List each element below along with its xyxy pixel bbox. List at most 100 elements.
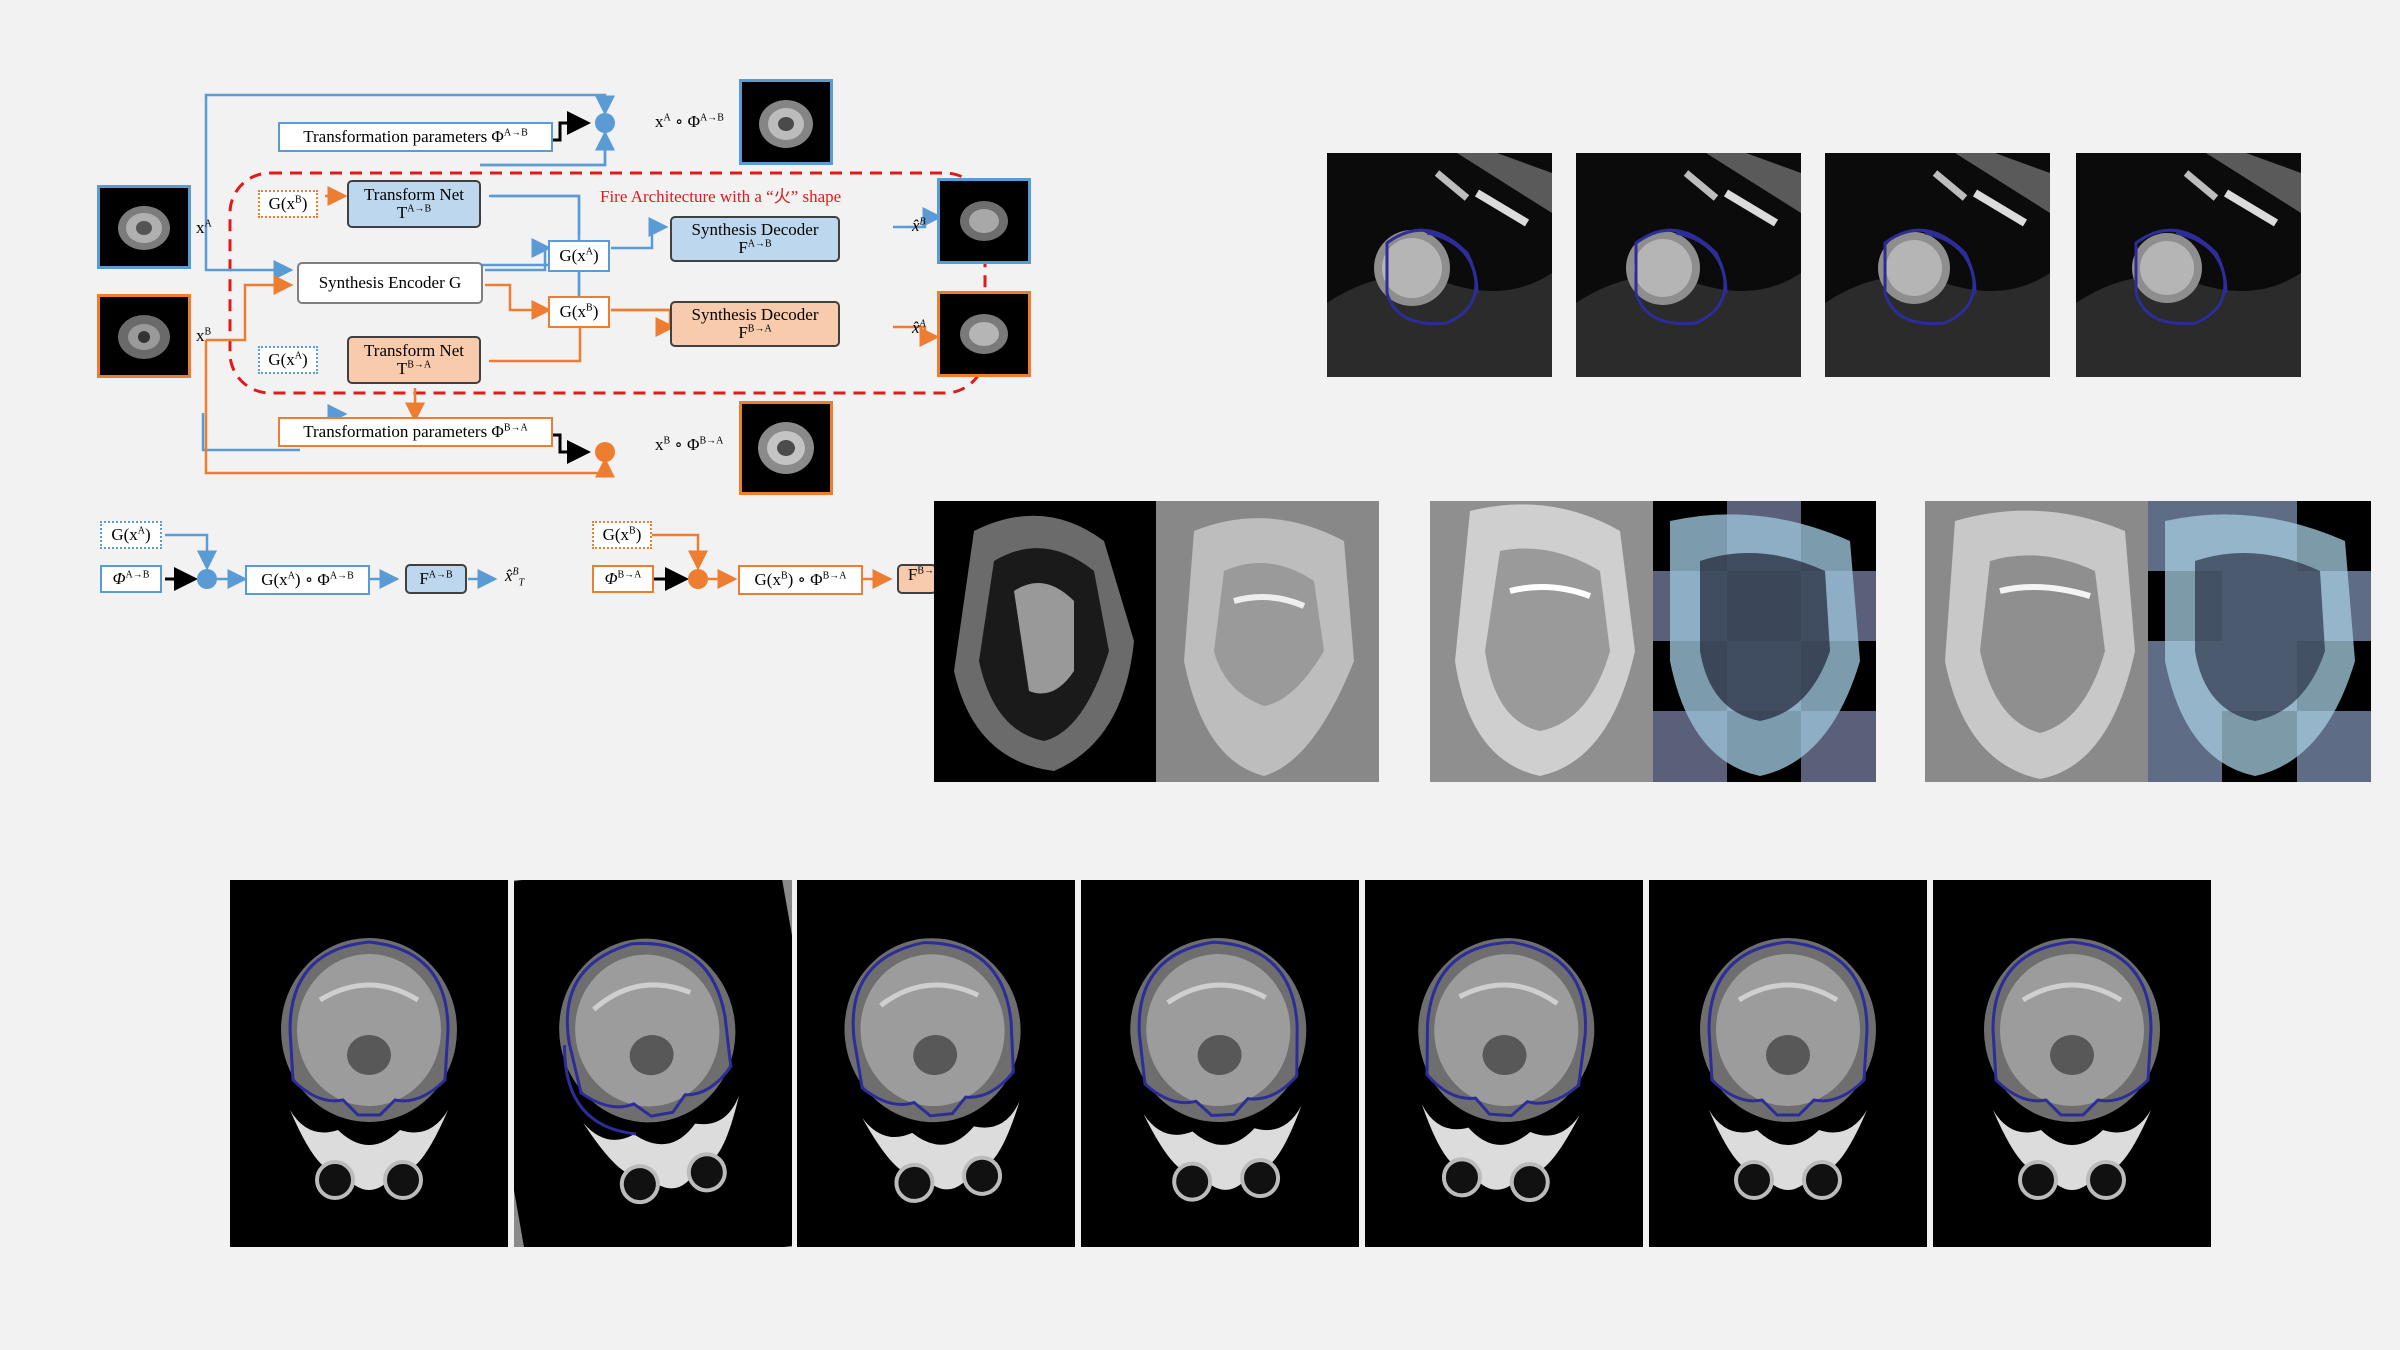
ll-comp-sup1: A: [287, 570, 295, 582]
lm-comp-text: G(x: [754, 570, 781, 590]
lower-left-connectors: [165, 533, 498, 591]
xhat-b-sup: B: [919, 216, 926, 228]
gxa-left-text: G(x: [268, 350, 295, 370]
transform-net-ab-sup: A→B: [407, 203, 432, 215]
xb-text: x: [196, 326, 205, 345]
brain-mri-image: [1649, 880, 1927, 1247]
ll-out-text: x̂: [505, 566, 513, 585]
decoder-ab-sup: A→B: [747, 238, 772, 250]
decoder-ba-sup: B→A: [747, 323, 772, 335]
lm-f-sup: B→: [917, 565, 935, 577]
out-ba-mid: ∘ Φ: [670, 435, 700, 454]
output-image-xb-phi: [739, 401, 833, 495]
transform-net-ab-sym: T: [396, 203, 408, 222]
transform-net-ab-title: Transform Net: [364, 185, 464, 205]
output-label-ba: xB ∘ ΦB→A: [655, 435, 723, 455]
ll-out-sub: T: [518, 577, 525, 589]
transform-params-ba-label: Transformation parameters Φ: [303, 422, 504, 442]
input-image-xa: [97, 185, 191, 269]
xb-sup: B: [204, 326, 212, 338]
lower-mid-connectors: [652, 533, 893, 591]
ll-phi-sup: A→B: [125, 569, 150, 581]
cardiac-mri-image: [1327, 153, 1552, 377]
brain-mri-image: [1933, 880, 2211, 1247]
fire-architecture-diagram: [95, 75, 1045, 505]
lower-mid-f-ba: FB→: [897, 564, 937, 594]
gxa-left-sup: A: [294, 350, 302, 362]
cardiac-mri-image: [1825, 153, 2050, 377]
out-ba-sup2: B→A: [699, 435, 724, 447]
lower-left-f-ab: FA→B: [405, 564, 467, 594]
encoder-title: Synthesis Encoder G: [318, 273, 462, 293]
xa-sup: A: [204, 218, 212, 230]
transform-net-ba-sup: B→A: [407, 359, 432, 371]
cardiac-mri-image: [1576, 153, 1801, 377]
lm-phi-sup: B→A: [617, 569, 642, 581]
lower-mid-composed: G(xB) ∘ ΦB→A: [738, 565, 863, 595]
lm-comp-sup2: B→A: [822, 570, 847, 582]
head-mri-pair-2: [1430, 501, 1876, 782]
transform-params-ba-sup: B→A: [503, 422, 528, 434]
lower-mid-gxb: G(xB): [592, 521, 652, 549]
gxb-mid-text: G(x: [559, 302, 587, 322]
decoder-ba-sym: F: [738, 323, 748, 342]
brain-mri-image: [514, 880, 792, 1247]
out-ab-sup2: A→B: [700, 112, 724, 124]
gxa-mid-text: G(x: [559, 246, 586, 266]
head-mri-pair-1: [934, 501, 1379, 782]
synthesis-decoder-ab: Synthesis Decoder FA→B: [670, 216, 840, 262]
xhat-a-label: x̂A: [912, 318, 926, 338]
ll-phi-text: Φ: [112, 569, 126, 589]
gxa-mid-sup: A: [585, 246, 593, 258]
ll-comp-sup2: A→B: [329, 570, 354, 582]
ll-comp-mid: ) ∘ Φ: [294, 570, 330, 590]
compose-node-ab: [595, 113, 615, 133]
out-ba-sup1: B: [663, 435, 671, 447]
gxb-input-left: G(xB): [258, 190, 318, 218]
diagram-connectors: [201, 93, 987, 478]
head-mri-pair-3: [1925, 501, 2371, 782]
fire-architecture-label: Fire Architecture with a “火” shape: [600, 187, 842, 206]
lower-left-output: x̂BT: [505, 566, 524, 588]
xhat-b-text: x̂: [912, 216, 920, 235]
brain-mri-image: [1365, 880, 1643, 1247]
fire-region-outline: [228, 171, 987, 395]
synthesis-encoder: Synthesis Encoder G: [297, 262, 483, 304]
decoder-ab-title: Synthesis Decoder: [691, 220, 819, 240]
decoder-ba-title: Synthesis Decoder: [691, 305, 819, 325]
transform-params-ab-label: Transformation parameters Φ: [303, 127, 504, 147]
lm-f-text: F: [907, 565, 918, 584]
xhat-a-sup: A: [919, 318, 926, 330]
lm-gxb-text: G(x: [602, 525, 630, 545]
xhat-b-label: x̂B: [912, 216, 926, 236]
gxb-left-sup: B: [295, 194, 302, 206]
transform-params-ab-sup: A→B: [503, 127, 528, 139]
out-ab-x: x: [655, 112, 664, 131]
gxa-input-left: G(xA): [258, 346, 318, 374]
lm-comp-sup1: B: [780, 570, 788, 582]
decoder-ab-sym: F: [738, 238, 748, 257]
transform-net-ab: Transform Net TA→B: [347, 180, 481, 228]
out-ab-sup1: A: [663, 112, 671, 124]
lower-left-composed: G(xA) ∘ ΦA→B: [245, 565, 370, 595]
output-image-xa-phi: [739, 79, 833, 165]
brain-mri-image: [797, 880, 1075, 1247]
transform-net-ba-title: Transform Net: [364, 341, 464, 361]
lm-phi-text: Φ: [604, 569, 618, 589]
gxb-left-text: G(x: [268, 194, 296, 214]
gxa-mid-box: G(xA): [548, 240, 610, 272]
lower-left-phi-ab: ΦA→B: [100, 565, 162, 593]
output-label-ab: xA ∘ ΦA→B: [655, 112, 724, 132]
ll-f-text: F: [419, 569, 429, 589]
transform-params-ab-box: Transformation parameters ΦA→B: [278, 122, 553, 152]
ll-comp-text: G(x: [261, 570, 288, 590]
transform-net-ba: Transform Net TB→A: [347, 336, 481, 384]
compose-node-ba: [595, 442, 615, 462]
xhat-a-text: x̂: [912, 318, 920, 337]
out-ab-mid: ∘ Φ: [670, 112, 700, 131]
gxb-mid-box: G(xB): [548, 296, 610, 328]
lm-comp-mid: ) ∘ Φ: [787, 570, 823, 590]
ll-gxa-text: G(x: [111, 525, 138, 545]
out-ba-x: x: [655, 435, 664, 454]
output-image-xhat-b: [937, 178, 1031, 264]
